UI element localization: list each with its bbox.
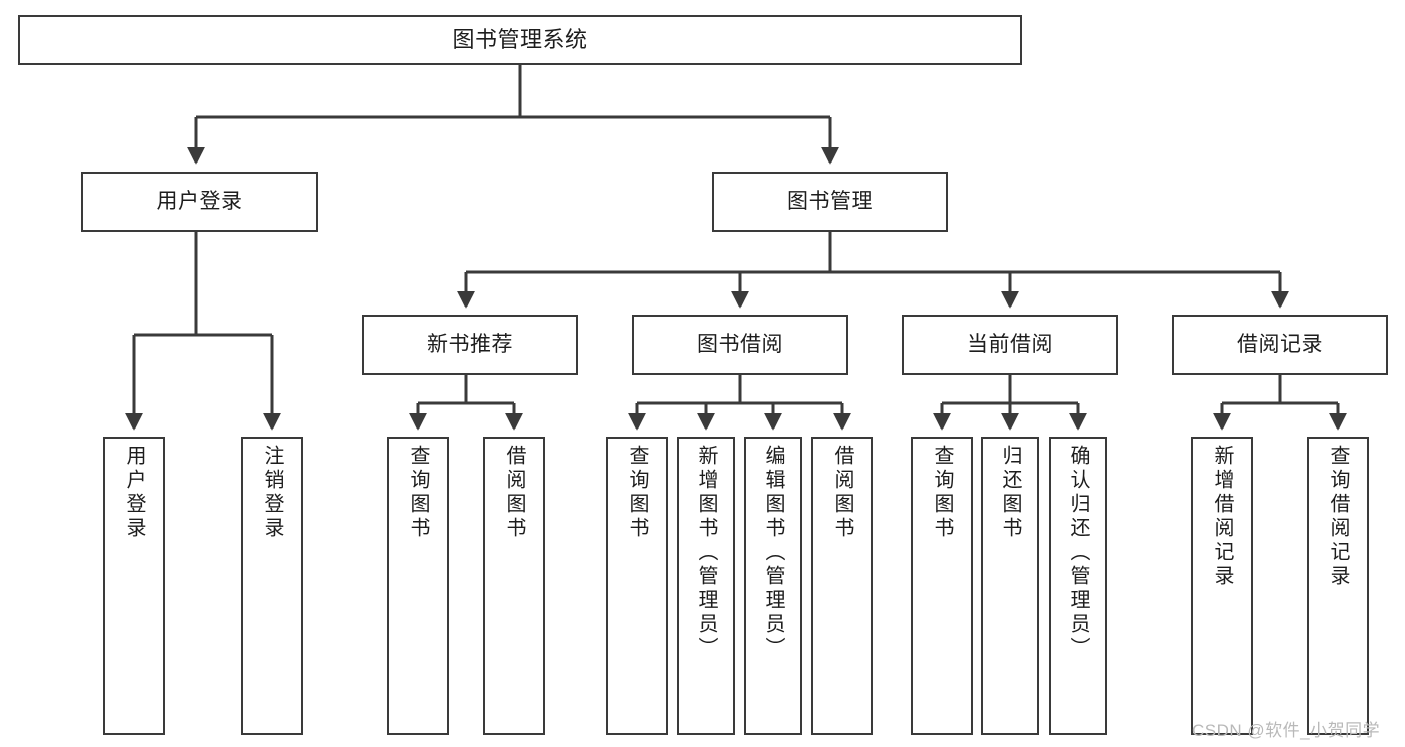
node-label: 查询图书 (407, 445, 429, 541)
leaf-query-book-current[interactable]: 查询图书 (911, 437, 973, 735)
csdn-watermark: CSDN @软件_小贺同学 (1192, 721, 1381, 740)
node-book-management[interactable]: 图书管理 (712, 172, 948, 232)
leaf-borrow-book-recommend[interactable]: 借阅图书 (483, 437, 545, 735)
leaf-logout[interactable]: 注销登录 (241, 437, 303, 735)
leaf-add-borrow-record[interactable]: 新增借阅记录 (1191, 437, 1253, 735)
leaf-edit-book-admin[interactable]: 编辑图书（管理员） (744, 437, 802, 735)
node-label: 借阅图书 (831, 445, 853, 541)
node-label: 归还图书 (999, 445, 1021, 541)
node-label: 确认归还（管理员） (1067, 445, 1089, 661)
node-label: 借阅图书 (503, 445, 525, 541)
node-label: 图书管理系统 (452, 26, 588, 52)
leaf-borrow-book[interactable]: 借阅图书 (811, 437, 873, 735)
node-label: 新增借阅记录 (1211, 445, 1233, 589)
node-label: 当前借阅 (967, 333, 1053, 357)
node-label: 用户登录 (156, 190, 243, 214)
node-borrow-record[interactable]: 借阅记录 (1172, 315, 1388, 375)
node-label: 查询图书 (626, 445, 648, 541)
leaf-user-login[interactable]: 用户登录 (103, 437, 165, 735)
leaf-add-book-admin[interactable]: 新增图书（管理员） (677, 437, 735, 735)
node-label: 新增图书（管理员） (695, 445, 717, 661)
node-label: 用户登录 (123, 445, 145, 541)
node-new-book-recommend[interactable]: 新书推荐 (362, 315, 578, 375)
node-book-borrow[interactable]: 图书借阅 (632, 315, 848, 375)
node-label: 图书管理 (787, 190, 873, 214)
leaf-query-borrow-record[interactable]: 查询借阅记录 (1307, 437, 1369, 735)
node-label: 编辑图书（管理员） (762, 445, 784, 661)
node-current-borrow[interactable]: 当前借阅 (902, 315, 1118, 375)
node-root-system[interactable]: 图书管理系统 (18, 15, 1022, 65)
leaf-query-book-borrow[interactable]: 查询图书 (606, 437, 668, 735)
leaf-query-book-recommend[interactable]: 查询图书 (387, 437, 449, 735)
node-label: 注销登录 (261, 445, 283, 541)
node-label: 图书借阅 (697, 333, 783, 357)
leaf-return-book[interactable]: 归还图书 (981, 437, 1039, 735)
node-label: 查询借阅记录 (1327, 445, 1349, 589)
node-user-login[interactable]: 用户登录 (81, 172, 318, 232)
leaf-confirm-return-admin[interactable]: 确认归还（管理员） (1049, 437, 1107, 735)
node-label: 新书推荐 (427, 333, 513, 357)
node-label: 查询图书 (931, 445, 953, 541)
node-label: 借阅记录 (1237, 333, 1323, 357)
